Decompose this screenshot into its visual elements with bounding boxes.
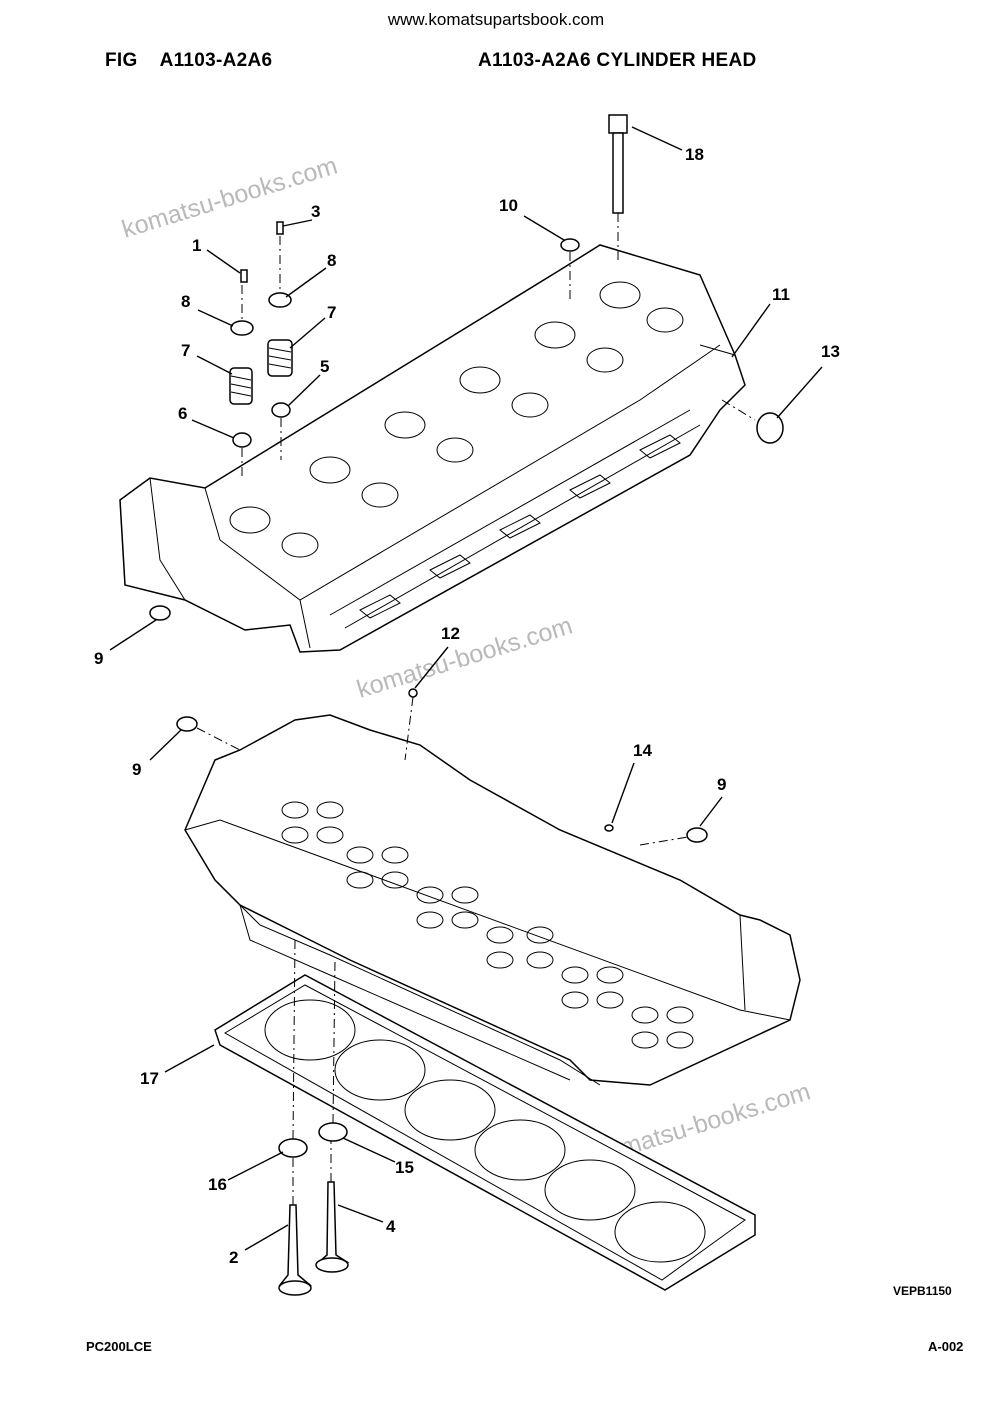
footer-model: PC200LCE — [86, 1339, 152, 1354]
callout-10: 10 — [499, 196, 518, 215]
callout-15: 15 — [395, 1158, 414, 1177]
figure-header: FIG A1103-A2A6 — [105, 50, 294, 72]
cylinder-head-lower — [184, 714, 801, 1086]
callout-7-left: 7 — [181, 341, 190, 360]
callout-14: 14 — [633, 741, 652, 760]
callout-11: 11 — [772, 285, 790, 304]
head-gasket — [214, 974, 756, 1291]
fig-code: A1103-A2A6 — [159, 50, 273, 71]
callouts: 18 10 1 3 8 8 7 7 5 6 11 13 9 12 9 14 9 … — [94, 145, 840, 1267]
callout-17: 17 — [140, 1069, 159, 1088]
callout-8-left: 8 — [181, 292, 190, 311]
callout-8-right: 8 — [327, 251, 336, 270]
upper-valve-ports — [229, 281, 684, 558]
upper-rail-cutouts — [359, 434, 681, 619]
callout-5: 5 — [320, 357, 329, 376]
callout-9-upper: 9 — [94, 649, 103, 668]
callout-9-lower-right: 9 — [717, 775, 726, 794]
callout-6: 6 — [178, 404, 187, 423]
callout-12: 12 — [441, 624, 460, 643]
callout-16: 16 — [208, 1175, 227, 1194]
website-url: www.komatsupartsbook.com — [387, 10, 605, 29]
bolt-18 — [608, 114, 628, 260]
leader-lines — [109, 126, 823, 1251]
watermark-top: komatsu-books.com — [119, 152, 341, 244]
drawing-code: VEPB1150 — [893, 1284, 952, 1298]
callout-13: 13 — [821, 342, 840, 361]
small-parts — [149, 221, 784, 1296]
watermark-middle: komatsu-books.com — [354, 612, 576, 704]
fig-label: FIG — [105, 50, 138, 71]
page-title: A1103-A2A6 CYLINDER HEAD — [478, 50, 757, 71]
callout-9-lower-left: 9 — [132, 760, 141, 779]
callout-2: 2 — [229, 1248, 238, 1267]
cylinder-head-upper — [119, 244, 746, 653]
lower-valve-seats — [281, 801, 694, 1049]
footer-page-number: A-002 — [928, 1339, 964, 1354]
callout-18: 18 — [685, 145, 704, 164]
callout-7-right: 7 — [327, 303, 336, 322]
callout-4: 4 — [386, 1217, 396, 1236]
callout-1: 1 — [192, 236, 201, 255]
callout-3: 3 — [311, 202, 320, 221]
